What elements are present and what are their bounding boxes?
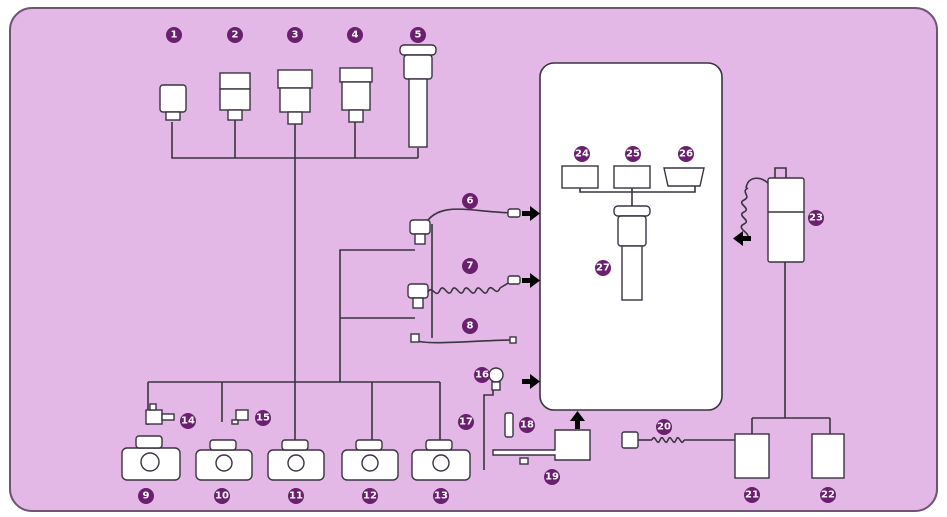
badge-21: 21 xyxy=(744,487,760,503)
badge-15-label: 15 xyxy=(256,413,270,424)
badge-13: 13 xyxy=(433,488,449,504)
device-26 xyxy=(663,167,705,187)
badge-10: 10 xyxy=(214,488,230,504)
cord-6 xyxy=(409,208,521,245)
battery-unit-23 xyxy=(767,177,805,263)
badge-5-label: 5 xyxy=(415,30,422,41)
badge-15: 15 xyxy=(255,410,271,426)
badge-13-label: 13 xyxy=(434,491,448,502)
badge-25-label: 25 xyxy=(626,149,640,160)
camera-body-11 xyxy=(267,439,325,481)
ac-adapter-20 xyxy=(621,431,736,449)
bracket-19 xyxy=(492,429,591,465)
battery-pack-21 xyxy=(734,433,770,479)
cord-7-coiled xyxy=(407,275,521,309)
camera-body-13 xyxy=(411,439,471,481)
badge-18: 18 xyxy=(519,417,535,433)
badge-4: 4 xyxy=(347,27,363,43)
badge-17: 17 xyxy=(458,414,474,430)
accessory-15 xyxy=(231,409,249,425)
badge-5: 5 xyxy=(410,27,426,43)
badge-6: 6 xyxy=(462,193,478,209)
arrows xyxy=(522,206,751,429)
badge-14-label: 14 xyxy=(181,416,195,427)
badge-14: 14 xyxy=(180,413,196,429)
camera-body-10 xyxy=(195,439,253,481)
arrow-23-icon xyxy=(733,231,751,246)
badge-16-label: 16 xyxy=(475,370,489,381)
badge-6-label: 6 xyxy=(467,196,474,207)
grip-18 xyxy=(504,412,514,438)
arrow-7-icon xyxy=(522,273,540,288)
badge-2-label: 2 xyxy=(232,30,239,41)
badge-3: 3 xyxy=(287,27,303,43)
badge-3-label: 3 xyxy=(292,30,299,41)
arrow-6-icon xyxy=(522,206,540,221)
badge-23-label: 23 xyxy=(809,213,823,224)
badge-23: 23 xyxy=(808,210,824,226)
ring-flash-27 xyxy=(613,205,651,301)
ring-flash-5 xyxy=(399,44,437,148)
badges: 1 2 3 4 5 6 7 8 9 10 11 12 13 14 15 16 1… xyxy=(138,27,836,504)
badge-7-label: 7 xyxy=(467,261,474,272)
badge-26: 26 xyxy=(678,146,694,162)
badge-22: 22 xyxy=(820,487,836,503)
badge-1-label: 1 xyxy=(171,30,178,41)
camera-body-12 xyxy=(341,439,399,481)
badge-1: 1 xyxy=(166,27,182,43)
badge-17-label: 17 xyxy=(459,417,473,428)
badge-24-label: 24 xyxy=(575,149,589,160)
badge-26-label: 26 xyxy=(679,149,693,160)
badge-7: 7 xyxy=(462,258,478,274)
badge-9-label: 9 xyxy=(143,491,150,502)
badge-12-label: 12 xyxy=(363,491,377,502)
device-25 xyxy=(613,165,651,189)
cord-8 xyxy=(410,333,517,344)
accessory-14 xyxy=(145,403,175,425)
badge-11-label: 11 xyxy=(289,491,303,502)
badge-4-label: 4 xyxy=(352,30,359,41)
flash-unit-4 xyxy=(339,67,373,123)
badge-8: 8 xyxy=(462,318,478,334)
badge-19: 19 xyxy=(544,469,560,485)
badge-27: 27 xyxy=(595,260,611,276)
arrow-16-icon xyxy=(522,374,540,389)
badge-11: 11 xyxy=(288,488,304,504)
badge-20-label: 20 xyxy=(657,422,671,433)
flash-unit-3 xyxy=(277,69,313,125)
flash-unit-2 xyxy=(219,72,251,121)
badge-10-label: 10 xyxy=(215,491,229,502)
badge-2: 2 xyxy=(227,27,243,43)
badge-24: 24 xyxy=(574,146,590,162)
badge-16: 16 xyxy=(474,367,490,383)
battery-pack-22 xyxy=(811,433,845,479)
badge-18-label: 18 xyxy=(520,420,534,431)
flash-unit-1 xyxy=(159,84,187,121)
badge-20: 20 xyxy=(656,419,672,435)
badge-19-label: 19 xyxy=(545,472,559,483)
camera-body-9 xyxy=(121,435,181,481)
arrow-up-icon xyxy=(570,411,585,429)
badge-22-label: 22 xyxy=(821,490,835,501)
badge-9: 9 xyxy=(138,488,154,504)
badge-25: 25 xyxy=(625,146,641,162)
badge-12: 12 xyxy=(362,488,378,504)
badge-21-label: 21 xyxy=(745,490,759,501)
device-24 xyxy=(561,165,599,189)
badge-27-label: 27 xyxy=(596,263,610,274)
badge-8-label: 8 xyxy=(467,321,474,332)
